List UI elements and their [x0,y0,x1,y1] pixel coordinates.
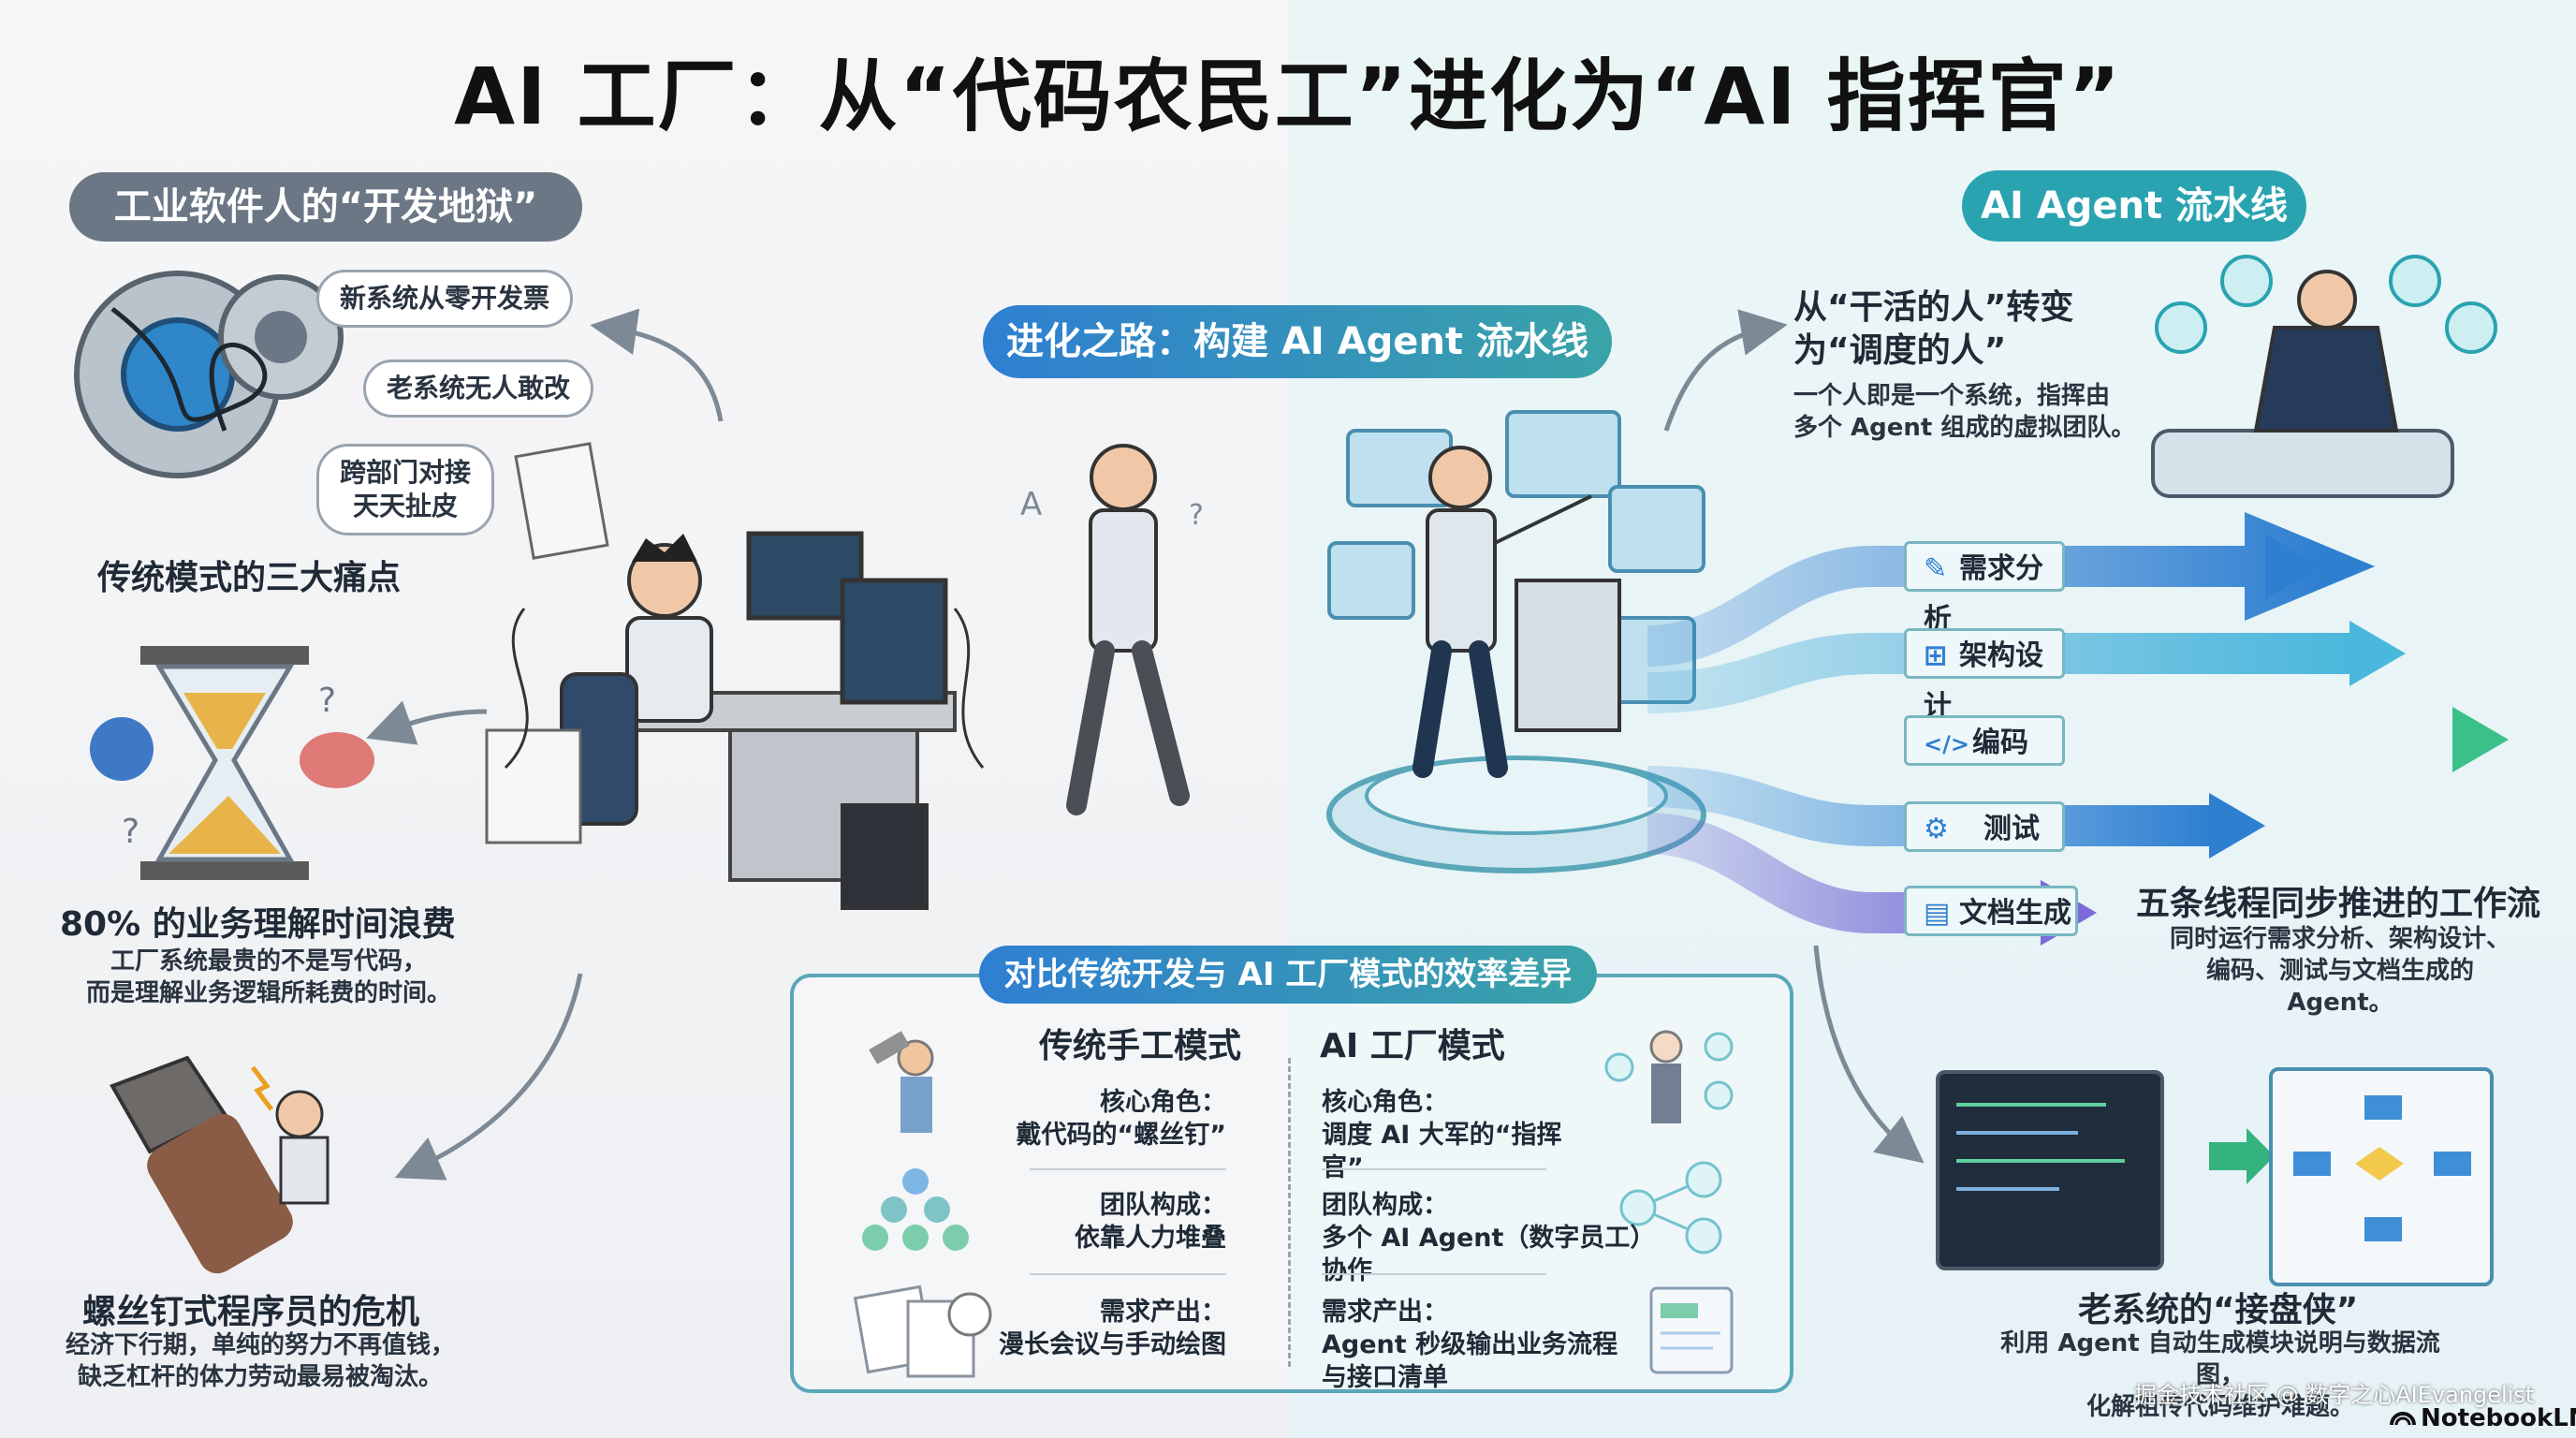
code-to-flowchart-icon [1936,1067,2494,1286]
gear-icon: ⚙ [1924,813,1949,845]
notebooklm-logo-icon [2390,1412,2416,1426]
legacy-text: 利用 Agent 自动生成模块说明与数据流图， 化解祖传代码维护难题。 [2000,1329,2440,1421]
screw-worker-icon [110,1055,329,1274]
compare-col-ai: AI 工厂模式 [1320,1027,1505,1065]
screw-crisis-heading: 螺丝钉式程序员的危机 [82,1293,420,1331]
parallel-workflow-heading: 五条线程同步推进的工作流 [2136,885,2541,923]
compare-row1-left: 核心角色： 戴代码的“螺丝钉” [1016,1088,1227,1150]
connector-arrows [366,308,1925,1181]
right-section-pill: AI Agent 流水线 [1962,170,2306,242]
comparison-title: 对比传统开发与 AI 工厂模式的效率差异 [979,946,1597,1004]
comparison-panel [790,974,1793,1393]
svg-text:?: ? [318,682,336,720]
agent-network-icon [1619,1161,1722,1255]
pain-bubble-new-system: 新系统从零开发票 [316,270,574,328]
pain-bubble-cross-team: 跨部门对接 天天扯皮 [316,444,495,536]
compare-sep-2r [1322,1273,1546,1275]
stage-docs-label: 文档生成 [1959,897,2071,930]
code-icon: </> [1924,731,1969,757]
commander-agents-icon [1604,1030,1734,1123]
svg-text:A: A [1020,486,1042,523]
hourglass-icon: ? ? [90,646,374,880]
hammer-worker-icon [869,1031,934,1133]
watermark: 掘金技术社区 @ 数字之心AIEvangelist [2134,1382,2535,1408]
stage-docs: ▤文档生成 [1904,886,2078,936]
pain-bubble-legacy: 老系统无人敢改 [363,360,594,418]
gears-icon [74,271,344,478]
role-shift-heading: 从“干活的人”转变 为“调度的人” [1793,288,2074,370]
team-pyramid-icon [862,1168,969,1251]
edit-icon: ✎ [1924,552,1948,585]
pain-points-heading: 传统模式的三大痛点 [97,559,402,597]
walking-person-icon: A ? [1020,444,1204,815]
compare-divider [1288,1058,1291,1367]
compare-row3-left: 需求产出： 漫长会议与手动绘图 [999,1298,1226,1359]
conductor-console-icon [2151,255,2497,498]
stage-testing: ⚙ 测试 [1904,801,2065,852]
time-waste-text: 工厂系统最贵的不是写代码， 而是理解业务逻辑所耗费的时间。 [85,947,451,1007]
hierarchy-icon: ⊞ [1924,639,1948,672]
compare-row2-right: 团队构成： 多个 AI Agent（数字员工）协作 [1322,1191,1656,1285]
documents-clock-icon [853,1284,992,1378]
stage-testing-label: 测试 [1983,813,2040,845]
compare-sep-2l [1030,1273,1226,1275]
stage-coding: </>编码 [1904,715,2065,766]
screw-crisis-text: 经济下行期，单纯的努力不再值钱， 缺乏杠杆的体力劳动最易被淘汰。 [65,1331,455,1391]
stage-architecture: ⊞架构设计 [1904,628,2065,723]
left-section-pill: 工业软件人的“开发地狱” [69,172,582,242]
compare-sep-1r [1322,1168,1546,1170]
compare-col-traditional: 传统手工模式 [1039,1027,1242,1065]
stage-coding-label: 编码 [1972,726,2028,759]
brand-label: NotebookLM [2421,1404,2576,1432]
time-waste-heading: 80% 的业务理解时间浪费 [60,905,456,944]
compare-row1-right: 核心角色： 调度 AI 大军的“指挥官” [1322,1088,1562,1182]
svg-text:?: ? [122,813,139,851]
stage-requirements: ✎需求分析 [1904,541,2065,636]
dashboard-window-icon [1649,1286,1734,1374]
parallel-workflow-text: 同时运行需求分析、架构设计、 编码、测试与文档生成的 Agent。 [2169,925,2510,1017]
compare-row2-left: 团队构成： 依靠人力堆叠 [1075,1191,1226,1253]
compare-sep-1l [1030,1168,1226,1170]
compare-row3-right: 需求产出： Agent 秒级输出业务流程 与接口清单 [1322,1298,1618,1392]
svg-text:?: ? [1189,499,1204,532]
stage-requirements-label: 需求分析 [1924,552,2043,636]
document-icon: ▤ [1924,897,1951,930]
stressed-developer-icon [485,442,985,910]
center-section-pill: 进化之路：构建 AI Agent 流水线 [983,305,1612,378]
role-shift-text: 一个人即是一个系统，指挥由 多个 Agent 组成的虚拟团队。 [1793,382,2136,442]
page-title: AI 工厂：从“代码农民工”进化为“AI 指挥官” [454,51,2122,142]
legacy-heading: 老系统的“接盘侠” [2078,1291,2359,1329]
